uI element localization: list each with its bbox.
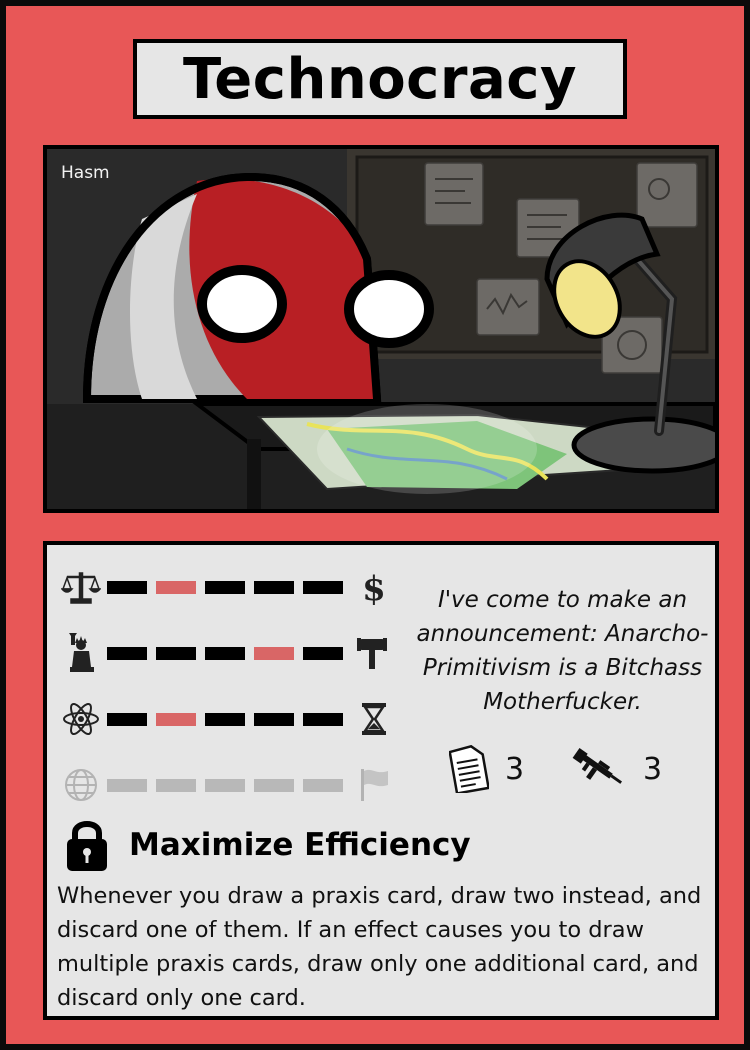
svg-text:$: $ <box>362 569 386 605</box>
axis-segment-selected <box>254 647 294 660</box>
padlock-icon <box>67 821 107 871</box>
card-artwork: Hasm <box>43 145 719 513</box>
axis-segment <box>205 779 245 792</box>
title-banner: Technocracy <box>133 39 627 119</box>
axis-row-progress <box>61 699 391 739</box>
axis-segment-selected <box>156 581 196 594</box>
document-icon <box>449 745 489 793</box>
rifle-count: 3 <box>643 751 663 787</box>
axis-row-economy: $ <box>61 567 391 607</box>
axis-segment <box>303 581 343 594</box>
dollar-icon: $ <box>362 569 386 605</box>
axis-segment-selected <box>156 713 196 726</box>
atom-icon <box>63 702 99 736</box>
liberty-statue-icon <box>69 633 94 672</box>
axis-segment <box>254 779 294 792</box>
axis-segment <box>303 779 343 792</box>
axis-segment <box>156 647 196 660</box>
axis-segment <box>107 779 147 792</box>
axis-segment <box>303 647 343 660</box>
flavor-quote: I've come to make an announcement: Anarc… <box>416 587 709 715</box>
artist-credit: Hasm <box>61 163 110 183</box>
rifle-icon <box>572 748 623 784</box>
artwork-illustration <box>47 149 715 509</box>
flag-icon <box>361 769 388 801</box>
axis-row-liberty <box>61 633 391 673</box>
globe-icon <box>65 769 97 801</box>
axis-segment <box>303 713 343 726</box>
axis-segment <box>254 581 294 594</box>
scales-icon <box>61 572 101 604</box>
gavel-icon <box>357 638 387 669</box>
axis-segment <box>254 713 294 726</box>
ability-name: Maximize Efficiency <box>129 827 471 863</box>
axis-segment <box>205 713 245 726</box>
document-count: 3 <box>505 751 525 787</box>
hourglass-icon <box>362 703 386 735</box>
axis-segment <box>107 581 147 594</box>
rifle-stat: 3 <box>571 745 662 793</box>
axis-segment <box>156 779 196 792</box>
ability-header: Maximize Efficiency <box>65 815 471 875</box>
axis-segment <box>205 581 245 594</box>
stats-panel: $ <box>43 541 719 1020</box>
card-title: Technocracy <box>183 46 577 112</box>
axis-segment <box>205 647 245 660</box>
axis-segment <box>107 647 147 660</box>
ability-text: Whenever you draw a praxis card, draw tw… <box>57 883 702 1011</box>
axis-row-nation-disabled <box>61 765 391 805</box>
axis-segment <box>107 713 147 726</box>
document-stat: 3 <box>449 745 524 793</box>
